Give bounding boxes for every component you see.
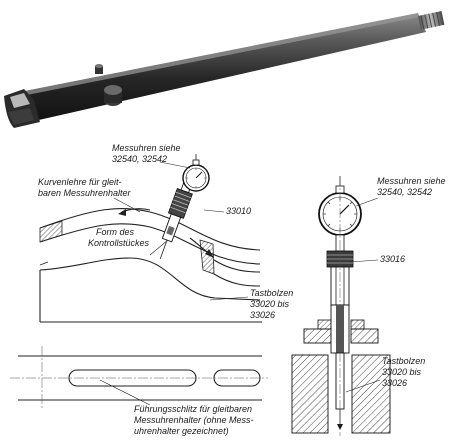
label-tast-left-3: 33026: [250, 310, 275, 320]
label-slot-2: Messuhrenhalter (ohne Mess-: [134, 415, 254, 425]
label-ref-right: 33016: [380, 254, 405, 264]
label-tast-right-3: 33026: [382, 378, 407, 388]
slot-top-view: [10, 346, 268, 410]
label-slot-3: uhrenhalter gezeichnet): [134, 426, 229, 436]
label-gauge-right-2: 32540, 32542: [377, 187, 432, 197]
right-setup-drawing: [291, 176, 391, 436]
label-tast-left-1: Tastbolzen: [250, 288, 293, 298]
label-gauge-right-1: Messuhren siehe: [377, 176, 446, 186]
label-slot-1: Führungsschlitz für gleitbaren: [134, 404, 252, 414]
label-gauge-left-2: 32540, 32542: [112, 154, 167, 164]
label-template-1: Kurvenlehre für gleit-: [38, 177, 122, 187]
label-tast-right-2: 33020 bis: [382, 367, 422, 377]
label-template-2: baren Messuhrenhalter: [38, 188, 132, 198]
label-gauge-left-1: Messuhren siehe: [112, 143, 181, 153]
label-form-1: Form des: [96, 227, 135, 237]
labels: Messuhren siehe 32540, 32542 Kurvenlehre…: [38, 143, 446, 436]
label-tast-right-1: Tastbolzen: [382, 356, 425, 366]
label-tast-left-2: 33020 bis: [250, 299, 290, 309]
guide-rod-photo: [4, 11, 445, 128]
label-ref-left: 33010: [226, 206, 251, 216]
left-setup-drawing: [39, 154, 262, 323]
label-form-2: Kontrollstückes: [88, 238, 150, 248]
